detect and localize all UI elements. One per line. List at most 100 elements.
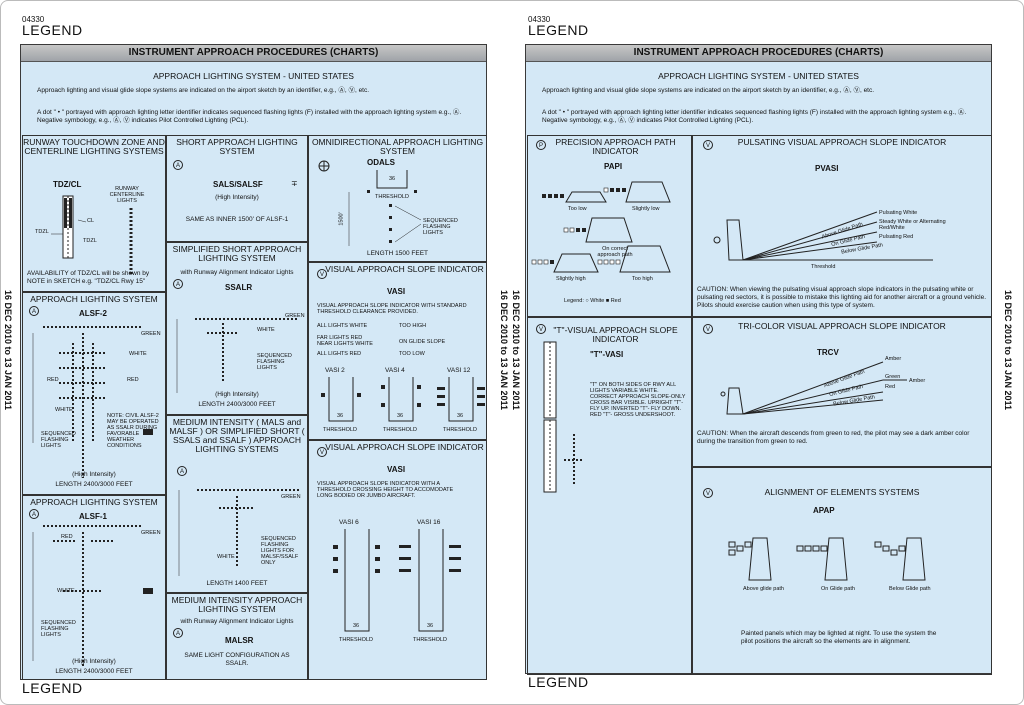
ssalr-diagram xyxy=(176,318,297,393)
tdz-rcl-label: RUNWAY CENTERLINE LIGHTS xyxy=(109,186,145,204)
papi-on-path: On correct approach path xyxy=(597,246,633,258)
alsf1-white-label: WHITE xyxy=(57,588,75,594)
sals-code: SALS/SALSF xyxy=(213,180,263,189)
alsf1-code: ALSF-1 xyxy=(79,512,107,521)
vasi-threshold-c: THRESHOLD xyxy=(443,427,477,433)
trcv-green: Green xyxy=(885,374,901,380)
malsr-a-icon: A xyxy=(173,628,183,638)
papi-slightly-low: Slightly low xyxy=(632,206,660,212)
side-date-right-outer: 16 DEC 2010 to 13 JAN 2011 xyxy=(1003,289,1014,411)
apap-diagram xyxy=(728,537,926,581)
vasi-section: V VISUAL APPROACH SLOPE INDICATOR VASI V… xyxy=(308,262,487,440)
apap-section: V ALIGNMENT OF ELEMENTS SYSTEMS APAP Abo… xyxy=(692,467,992,675)
vasi2-title: VISUAL APPROACH SLOPE INDICATOR xyxy=(325,442,484,452)
right-page-header: INSTRUMENT APPROACH PROCEDURES (CHARTS) xyxy=(526,45,991,62)
pvasi-pw: Pulsating White xyxy=(879,210,918,216)
trcv-red: Red xyxy=(885,384,896,390)
vasi-threshold-a: THRESHOLD xyxy=(323,427,357,433)
papi-code: PAPI xyxy=(604,162,623,171)
tdz-diagram xyxy=(51,195,133,276)
right-subheader: APPROACH LIGHTING SYSTEM - UNITED STATES xyxy=(658,71,859,81)
alsf2-length: LENGTH 2400/3000 FEET xyxy=(55,481,133,488)
mals-length: LENGTH 1400 FEET xyxy=(206,580,268,587)
pvasi-code: PVASI xyxy=(815,164,839,173)
pvasi-section: V PULSATING VISUAL APPROACH SLOPE INDICA… xyxy=(692,135,992,317)
malsr-subtitle: with Runway Alignment Indicator Lights xyxy=(180,618,294,625)
page-number-right: 04330 xyxy=(528,15,551,24)
ssalr-length: LENGTH 2400/3000 FEET xyxy=(198,401,276,408)
alsf1-red-label: RED xyxy=(61,534,73,540)
alsf2-red2-label: RED xyxy=(127,377,139,383)
alsf2-a-icon: A xyxy=(29,306,39,316)
alsf2-white-label: WHITE xyxy=(129,351,147,357)
tdz-section: RUNWAY TOUCHDOWN ZONE AND CENTERLINE LIG… xyxy=(22,135,166,292)
vasi-desc: VISUAL APPROACH SLOPE INDICATOR WITH STA… xyxy=(317,303,467,315)
papi-title: PRECISION APPROACH PATH INDICATOR xyxy=(555,137,676,156)
ssalr-title: SIMPLIFIED SHORT APPROACH LIGHTING SYSTE… xyxy=(172,244,302,263)
apap-above: Above glide path xyxy=(743,586,784,592)
vasi2-variant-6: VASI 6 xyxy=(339,519,359,526)
alsf2-red-label: RED xyxy=(47,377,59,383)
vasi2-section: V VISUAL APPROACH SLOPE INDICATOR VASI V… xyxy=(308,440,487,680)
papi-legend: Legend: ○ White ■ Red xyxy=(564,298,621,304)
mals-a-icon: A xyxy=(177,466,187,476)
alsf2-title: APPROACH LIGHTING SYSTEM xyxy=(30,294,158,304)
ssalr-subtitle: with Runway Alignment Indicator Lights xyxy=(180,269,294,276)
vasi-variant-4: VASI 4 xyxy=(385,367,405,374)
vasi2-code: VASI xyxy=(387,465,406,474)
tvasi-code: "T"-VASI xyxy=(590,350,624,359)
alsf1-title: APPROACH LIGHTING SYSTEM xyxy=(30,497,158,507)
left-subheader: APPROACH LIGHTING SYSTEM - UNITED STATES xyxy=(153,71,354,81)
vasi-rwy-a: 36 xyxy=(337,413,344,419)
vasi-title: VISUAL APPROACH SLOPE INDICATOR xyxy=(325,264,484,274)
trcv-title: TRI-COLOR VISUAL APPROACH SLOPE INDICATO… xyxy=(738,321,946,331)
alsf2-white2-label: WHITE xyxy=(55,407,73,413)
legend-footer-right: LEGEND xyxy=(528,674,589,690)
odals-dist: 1500' xyxy=(338,212,345,226)
right-page: INSTRUMENT APPROACH PROCEDURES (CHARTS) … xyxy=(525,44,992,675)
side-date-left-outer: 16 DEC 2010 to 13 JAN 2011 xyxy=(3,289,14,411)
tdz-tdzl-label: TDZL xyxy=(35,229,49,235)
ssalr-white-label: WHITE xyxy=(257,327,275,333)
alsf1-intensity: (High Intensity) xyxy=(72,658,116,665)
side-date-right-inner: 16 DEC 2010 to 13 JAN 2011 xyxy=(511,289,522,411)
ssalr-intensity: (High Intensity) xyxy=(215,391,259,398)
vasi2-threshold-b: THRESHOLD xyxy=(413,637,447,643)
alsf2-green-label: GREEN xyxy=(141,331,161,337)
ssalr-code: SSALR xyxy=(225,283,253,292)
tdz-title: RUNWAY TOUCHDOWN ZONE AND CENTERLINE LIG… xyxy=(23,137,165,156)
mals-diagram xyxy=(178,489,301,576)
alsf1-green-label: GREEN xyxy=(141,530,161,536)
pvasi-title: PULSATING VISUAL APPROACH SLOPE INDICATO… xyxy=(737,137,947,147)
vasi-variant-2: VASI 2 xyxy=(325,367,345,374)
alsf1-a-icon: A xyxy=(29,509,39,519)
apap-below: Below Glide path xyxy=(889,586,931,592)
mals-seq-label: SEQUENCED FLASHING LIGHTS FOR MALSF/SSAL… xyxy=(261,536,299,566)
papi-diagram xyxy=(531,181,671,273)
apap-v-icon: V xyxy=(703,488,713,498)
vasi2-diagram xyxy=(333,529,461,632)
odals-title: OMNIDIRECTIONAL APPROACH LIGHTING SYSTEM xyxy=(311,137,484,156)
vasi-v-icon: V xyxy=(317,269,327,279)
vasi-row3-right: TOO LOW xyxy=(399,351,425,357)
tvasi-v-icon: V xyxy=(536,324,546,334)
vasi2-threshold-a: THRESHOLD xyxy=(339,637,373,643)
alsf2-code: ALSF-2 xyxy=(79,309,107,318)
mals-section: MEDIUM INTENSITY ( MALS and MALSF ) OR S… xyxy=(166,415,308,593)
vasi2-desc: VISUAL APPROACH SLOPE INDICATOR WITH A T… xyxy=(317,481,454,499)
trcv-section: V TRI-COLOR VISUAL APPROACH SLOPE INDICA… xyxy=(692,317,992,467)
sals-section: SHORT APPROACH LIGHTING SYSTEM A SALS/SA… xyxy=(166,135,308,242)
page-number-left: 04330 xyxy=(22,15,45,24)
sals-intensity: (High Intensity) xyxy=(215,194,259,201)
odals-section: OMNIDIRECTIONAL APPROACH LIGHTING SYSTEM… xyxy=(308,135,487,262)
papi-section: P PRECISION APPROACH PATH INDICATOR PAPI… xyxy=(527,135,692,317)
vasi-row3-left: ALL LIGHTS RED xyxy=(317,351,362,357)
apap-title: ALIGNMENT OF ELEMENTS SYSTEMS xyxy=(764,487,920,497)
left-intro-2: A dot " • " portrayed with approach ligh… xyxy=(37,109,462,124)
sals-a-icon: A xyxy=(173,160,183,170)
legend-title-right: LEGEND xyxy=(528,22,589,38)
trcv-amber2: Amber xyxy=(909,378,926,384)
papi-too-high: Too high xyxy=(632,276,653,282)
alsf1-section: APPROACH LIGHTING SYSTEM A ALSF-1 RED GR… xyxy=(22,495,166,680)
tdz-cl-label: CL xyxy=(87,218,95,224)
